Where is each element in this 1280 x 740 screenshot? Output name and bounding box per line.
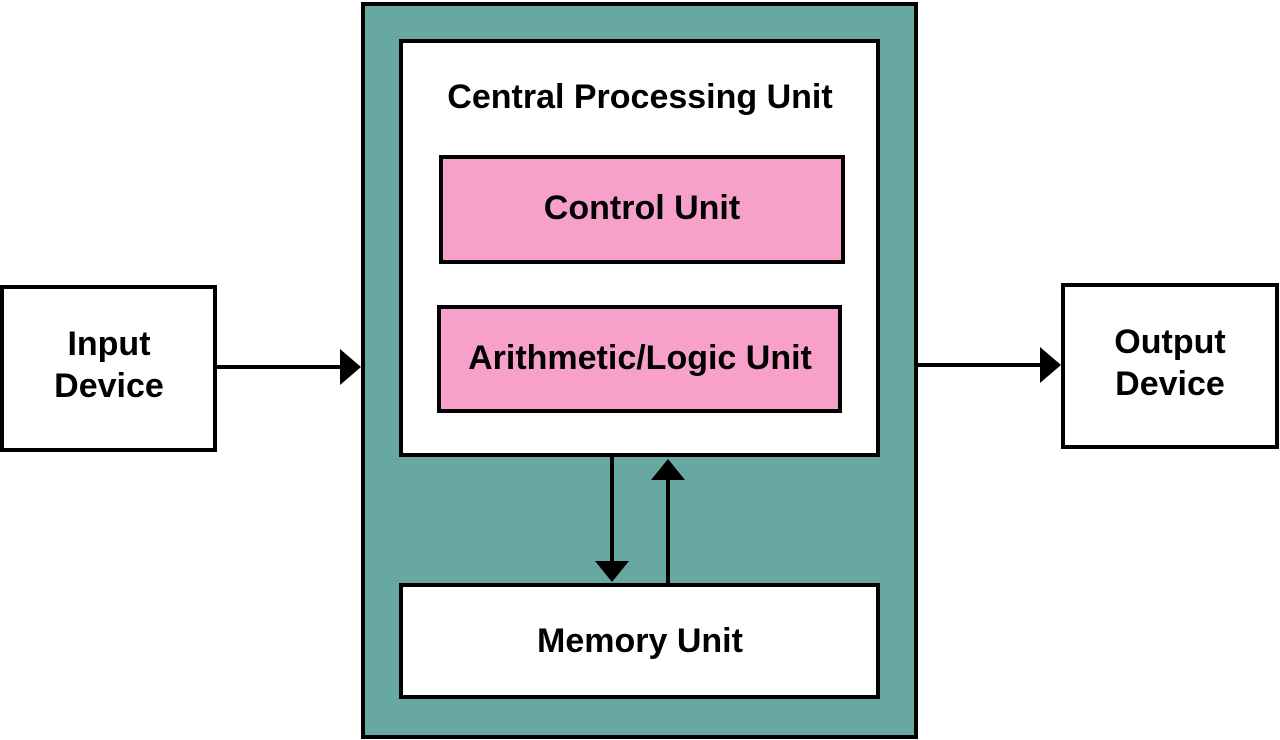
control-unit-label: Control Unit [544, 189, 740, 227]
cpu-title: Central Processing Unit [447, 78, 832, 116]
cpu-to-memory-arrow [595, 455, 629, 582]
input-device-label-line1: Input [67, 325, 150, 363]
memory-to-cpu-arrow [651, 459, 685, 585]
memory-unit-label: Memory Unit [537, 622, 743, 660]
alu-box [437, 305, 842, 413]
input-device-box [0, 285, 217, 452]
alu-label: Arithmetic/Logic Unit [468, 339, 812, 377]
input-device-label-line2: Device [54, 367, 164, 405]
memory-unit-box [399, 583, 880, 699]
control-unit-box [439, 155, 845, 264]
input-to-cpu-arrow [215, 349, 361, 385]
output-device-label-line2: Device [1115, 365, 1225, 403]
output-device-box [1061, 283, 1279, 449]
cpu-to-output-arrow [916, 347, 1061, 383]
output-device-label-line1: Output [1114, 323, 1225, 361]
